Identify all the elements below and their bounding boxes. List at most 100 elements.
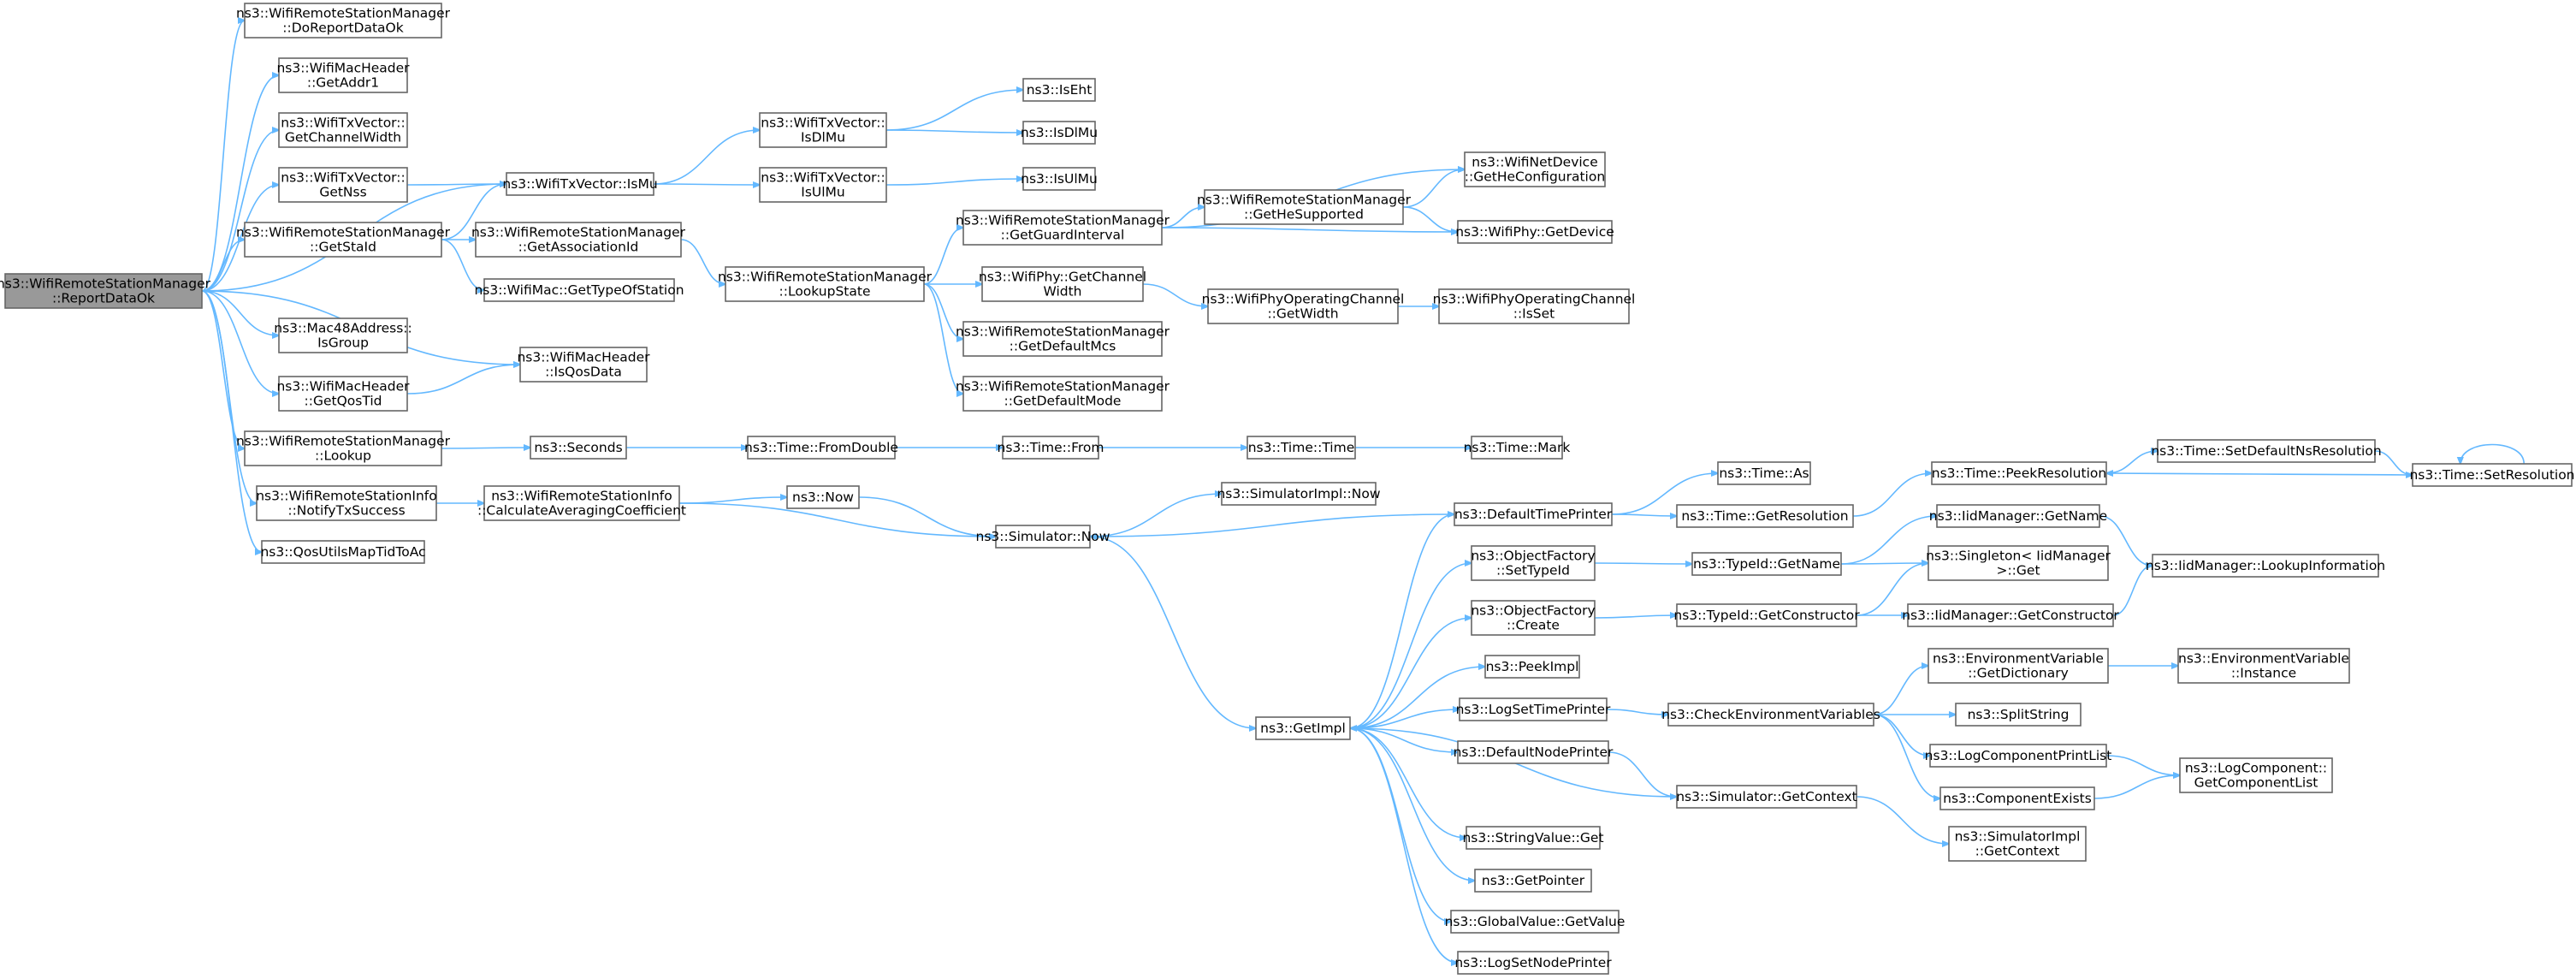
graph-node[interactable]: ns3::IsEht — [1022, 78, 1096, 102]
call-edge — [1856, 796, 1949, 844]
graph-node[interactable]: ns3::Time::GetResolution — [1676, 504, 1854, 528]
graph-node[interactable]: ns3::WifiRemoteStationManager::GetHeSupp… — [1197, 189, 1412, 225]
graph-node[interactable]: ns3::WifiRemoteStationInfo::NotifyTxSucc… — [256, 485, 437, 521]
graph-node[interactable]: ns3::WifiRemoteStationManager::Lookup — [236, 430, 451, 466]
graph-node[interactable]: ns3::Time::Time — [1247, 436, 1356, 460]
node-label: ns3::Time::Time — [1248, 440, 1355, 455]
graph-node[interactable]: ns3::IidManager::LookupInformation — [2146, 554, 2385, 578]
node-box — [261, 540, 425, 564]
graph-node[interactable]: ns3::QosUtilsMapTidToAc — [260, 540, 426, 564]
graph-node[interactable]: ns3::GetPointer — [1474, 869, 1592, 893]
graph-node[interactable]: ns3::ObjectFactory::Create — [1471, 600, 1596, 636]
graph-node[interactable]: ns3::PeekImpl — [1484, 655, 1580, 679]
graph-node[interactable]: ns3::GlobalValue::GetValue — [1445, 910, 1626, 934]
graph-node[interactable]: ns3::WifiTxVector::GetChannelWidth — [278, 112, 408, 148]
graph-node[interactable]: ns3::WifiTxVector::GetNss — [278, 167, 408, 203]
graph-node[interactable]: ns3::Time::From — [998, 436, 1104, 460]
graph-node[interactable]: ns3::WifiPhyOperatingChannel::GetWidth — [1202, 288, 1405, 324]
graph-node[interactable]: ns3::DefaultNodePrinter — [1454, 740, 1614, 764]
graph-node[interactable]: ns3::ComponentExists — [1939, 786, 2095, 810]
node-label: ns3::Time::GetResolution — [1681, 508, 1848, 524]
node-label: ns3::WifiPhy::GetDevice — [1455, 224, 1614, 240]
graph-node[interactable]: ns3::WifiNetDevice::GetHeConfiguration — [1464, 151, 1606, 187]
node-label: ::DoReportDataOk — [282, 21, 403, 36]
call-edge — [653, 130, 760, 185]
call-edge — [1840, 516, 1937, 565]
graph-node[interactable]: ns3::WifiTxVector::IsMu — [502, 172, 658, 196]
graph-node[interactable]: ns3::Time::SetDefaultNsResolution — [2151, 439, 2382, 463]
graph-node[interactable]: ns3::WifiMacHeader::IsQosData — [517, 347, 650, 383]
node-box — [1457, 220, 1613, 244]
node-label: ns3::WifiRemoteStationManager — [236, 225, 451, 240]
graph-node[interactable]: ns3::EnvironmentVariable::Instance — [2177, 648, 2350, 684]
graph-node[interactable]: ns3::Time::FromDouble — [744, 436, 898, 460]
call-edge — [1873, 666, 1928, 715]
graph-node[interactable]: ns3::TypeId::GetName — [1691, 552, 1842, 576]
node-box — [1667, 703, 1874, 727]
graph-node[interactable]: ns3::WifiRemoteStationInfo::CalculateAve… — [477, 485, 686, 521]
node-label: ns3::WifiTxVector:: — [761, 116, 885, 131]
graph-node[interactable]: ns3::WifiTxVector::IsUlMu — [759, 167, 887, 203]
node-label: ns3::WifiMac::GetTypeOfStation — [474, 282, 684, 298]
node-label: ns3::WifiRemoteStationInfo — [256, 489, 437, 504]
graph-node[interactable]: ns3::Time::PeekResolution — [1931, 461, 2107, 485]
graph-node[interactable]: ns3::Singleton< IidManager >::Get — [1926, 545, 2111, 581]
graph-node[interactable]: ns3::WifiRemoteStationManager::GetAssoci… — [471, 222, 686, 258]
node-label: ::GetAssociationId — [518, 240, 639, 255]
graph-node[interactable]: ns3::WifiPhyOperatingChannel::IsSet — [1433, 288, 1636, 324]
graph-node[interactable]: ns3::WifiRemoteStationManager::GetDefaul… — [956, 376, 1170, 412]
call-edge — [1349, 727, 1458, 752]
graph-node[interactable]: ns3::Now — [786, 485, 860, 509]
node-box — [1928, 648, 2109, 684]
graph-node[interactable]: ns3::WifiRemoteStationManager::LookupSta… — [718, 266, 933, 302]
graph-node[interactable]: ns3::GetImpl — [1255, 716, 1351, 740]
graph-node[interactable]: ns3::LogComponent::GetComponentList — [2179, 757, 2333, 793]
node-label: ::IsQosData — [545, 365, 622, 380]
graph-node[interactable]: ns3::EnvironmentVariable::GetDictionary — [1928, 648, 2109, 684]
graph-node[interactable]: ns3::IsUlMu — [1021, 167, 1098, 191]
node-label: ns3::WifiRemoteStationManager — [236, 434, 451, 449]
node-box — [278, 57, 408, 93]
graph-node[interactable]: ns3::SimulatorImpl::GetContext — [1948, 826, 2087, 862]
graph-node[interactable]: ns3::WifiMac::GetTypeOfStation — [474, 278, 684, 302]
graph-node[interactable]: ns3::WifiRemoteStationManager::GetDefaul… — [956, 321, 1170, 357]
graph-node[interactable]: ns3::IidManager::GetConstructor — [1902, 603, 2119, 627]
graph-node[interactable]: ns3::ObjectFactory::SetTypeId — [1471, 545, 1596, 581]
node-box — [278, 167, 408, 203]
graph-node[interactable]: ns3::IidManager::GetName — [1929, 504, 2107, 528]
graph-node[interactable]: ns3::WifiRemoteStationManager::DoReportD… — [236, 3, 451, 39]
graph-node[interactable]: ns3::SplitString — [1955, 703, 2082, 727]
graph-node[interactable]: ns3::TypeId::GetConstructor — [1673, 603, 1860, 627]
graph-node[interactable]: ns3::WifiRemoteStationManager::GetGuardI… — [956, 210, 1170, 246]
graph-node[interactable]: ns3::Simulator::Now — [976, 525, 1110, 549]
graph-node[interactable]: ns3::Simulator::GetContext — [1676, 785, 1857, 809]
graph-node[interactable]: ns3::Time::Mark — [1464, 436, 1571, 460]
graph-node[interactable]: ns3::Mac48Address::IsGroup — [274, 317, 412, 353]
graph-node[interactable]: ns3::WifiPhy::GetDevice — [1455, 220, 1614, 244]
graph-node[interactable]: ns3::Time::SetResolution — [2409, 463, 2575, 487]
graph-node[interactable]: ns3::WifiRemoteStationManager::ReportDat… — [0, 273, 211, 309]
graph-node[interactable]: ns3::Time::As — [1717, 461, 1811, 485]
node-label: ns3::WifiRemoteStationManager — [1197, 193, 1412, 208]
node-box — [1221, 482, 1377, 506]
graph-node[interactable]: ns3::WifiMacHeader::GetAddr1 — [276, 57, 410, 93]
node-box — [1438, 288, 1630, 324]
graph-node[interactable]: ns3::WifiPhy::GetChannelWidth — [979, 266, 1146, 302]
graph-node[interactable]: ns3::WifiRemoteStationManager::GetStaId — [236, 222, 451, 258]
graph-node[interactable]: ns3::LogSetNodePrinter — [1454, 951, 1612, 975]
node-box — [1247, 436, 1356, 460]
graph-node[interactable]: ns3::LogComponentPrintList — [1925, 744, 2112, 768]
graph-node[interactable]: ns3::DefaultTimePrinter — [1454, 502, 1613, 526]
graph-node[interactable]: ns3::StringValue::Get — [1462, 826, 1604, 850]
graph-node[interactable]: ns3::WifiTxVector::IsDlMu — [759, 112, 887, 148]
node-box — [1459, 697, 1608, 721]
graph-node[interactable]: ns3::CheckEnvironmentVariables — [1661, 703, 1880, 727]
call-edge — [1142, 283, 1208, 306]
graph-node[interactable]: ns3::SimulatorImpl::Now — [1217, 482, 1381, 506]
graph-node[interactable]: ns3::WifiMacHeader::GetQosTid — [276, 376, 410, 412]
graph-node[interactable]: ns3::Seconds — [530, 436, 627, 460]
graph-node[interactable]: ns3::IsDlMu — [1021, 121, 1098, 145]
graph-node[interactable]: ns3::LogSetTimePrinter — [1456, 697, 1611, 721]
node-box — [759, 167, 887, 203]
node-box — [1471, 436, 1563, 460]
